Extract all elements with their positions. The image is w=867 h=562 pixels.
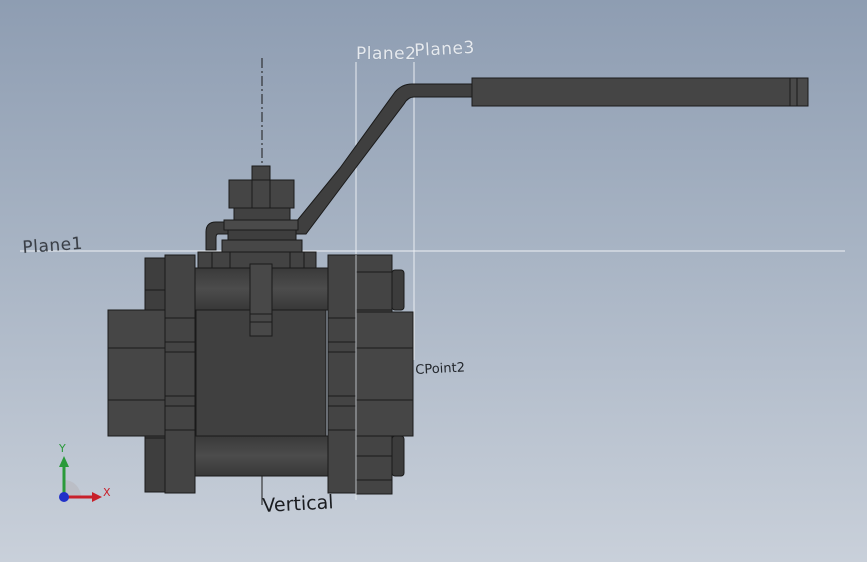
valve-body[interactable]: [192, 263, 330, 477]
stem-nut[interactable]: [221, 165, 303, 253]
plane1-label[interactable]: Plane1: [21, 233, 84, 258]
plane3-label[interactable]: Plane3: [413, 37, 476, 61]
right-end-connector[interactable]: [327, 254, 414, 495]
triad-y-label: Y: [59, 442, 66, 455]
vertical-sketch-label[interactable]: Vertical: [261, 491, 335, 517]
valve-bonnet[interactable]: [197, 251, 317, 273]
reference-triad-icon[interactable]: [48, 440, 118, 510]
triad-x-label: X: [103, 486, 111, 499]
left-end-connector[interactable]: [107, 254, 196, 494]
cpoint2-label[interactable]: CPoint2: [414, 360, 466, 378]
plane2-label[interactable]: Plane2: [356, 44, 417, 64]
